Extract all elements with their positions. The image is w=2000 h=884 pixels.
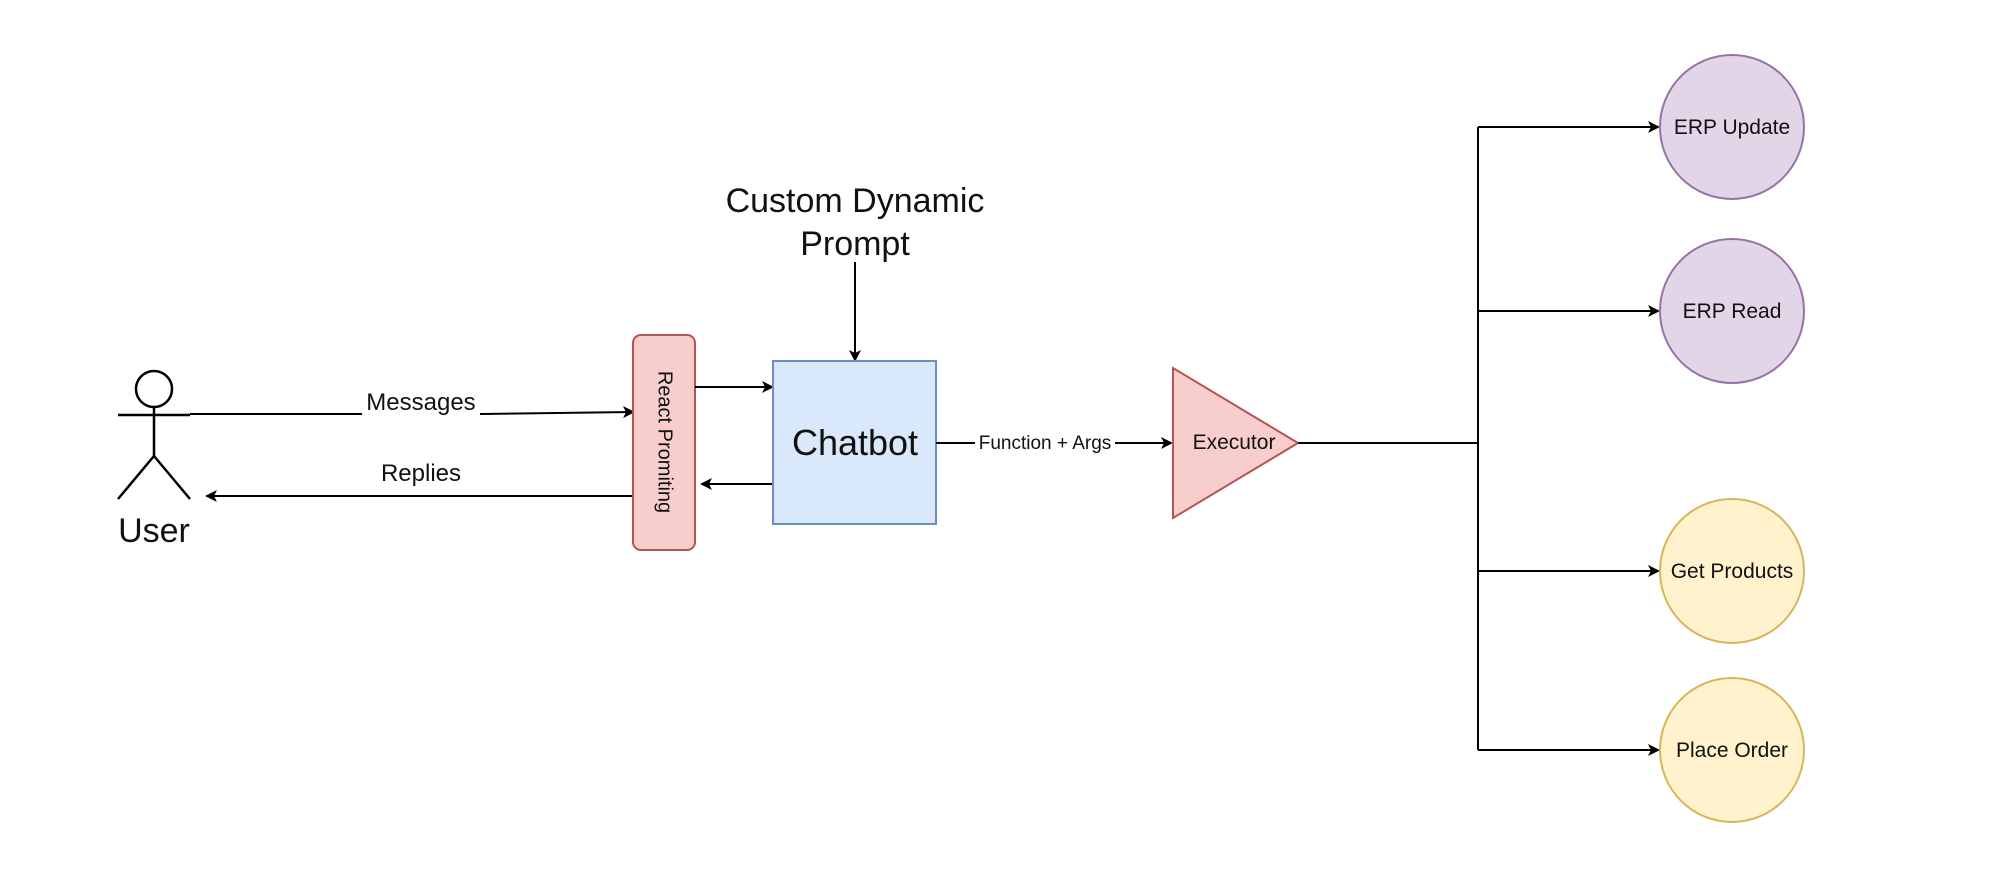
user-actor-icon xyxy=(117,369,191,500)
erp-read-node xyxy=(1659,238,1805,384)
erp-update-label: ERP Update xyxy=(1674,116,1790,139)
executor-node xyxy=(1172,366,1300,520)
executor-label: Executor xyxy=(1193,431,1276,454)
messages-label: Messages xyxy=(366,389,475,416)
chatbot-node xyxy=(772,360,937,525)
place-order-label: Place Order xyxy=(1676,739,1788,762)
custom-prompt-label-line1: Custom Dynamic xyxy=(726,182,985,220)
custom-prompt-label-line2: Prompt xyxy=(800,225,910,263)
replies-label: Replies xyxy=(381,460,461,487)
function-args-edge xyxy=(936,430,1173,456)
erp-update-node xyxy=(1659,54,1805,200)
chatbot-label: Chatbot xyxy=(792,422,918,463)
react-prompting-node xyxy=(632,334,696,551)
executor-branches xyxy=(1298,121,1660,756)
get-products-label: Get Products xyxy=(1671,560,1794,583)
user-label: User xyxy=(118,512,190,550)
get-products-node xyxy=(1659,498,1805,644)
messages-edge xyxy=(190,389,635,419)
erp-read-label: ERP Read xyxy=(1683,300,1782,323)
place-order-node xyxy=(1659,677,1805,823)
react-prompting-label: React Promiting xyxy=(654,371,676,513)
function-args-label: Function + Args xyxy=(979,433,1112,454)
